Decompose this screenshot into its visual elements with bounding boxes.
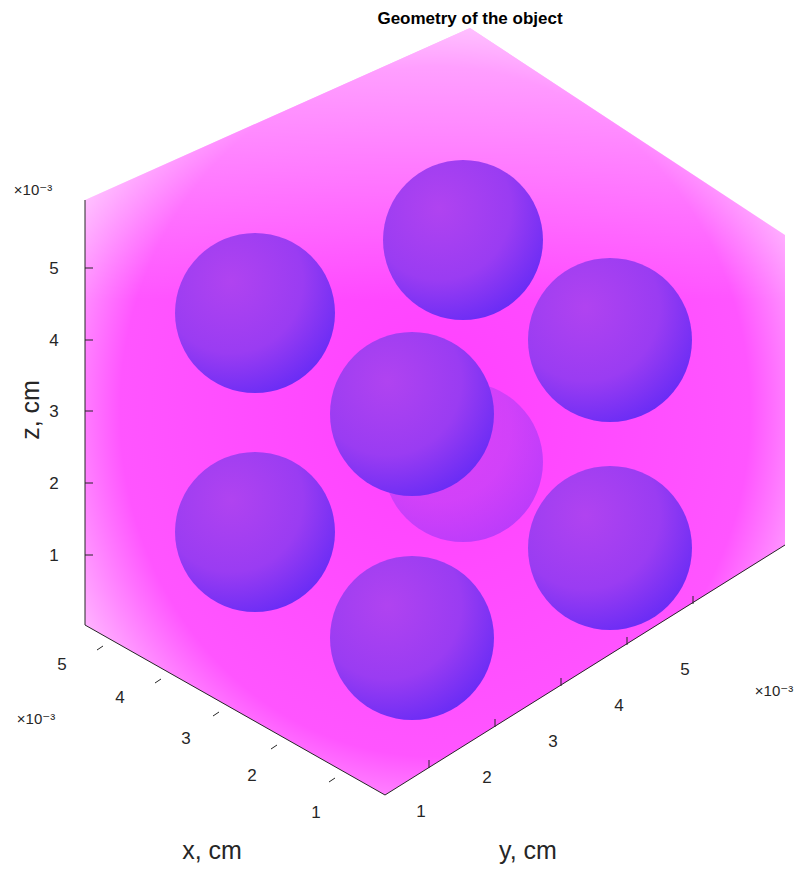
tick-label: 4 (614, 697, 623, 714)
tick-label: 5 (680, 661, 689, 678)
tick-label: 2 (247, 767, 256, 784)
tick-label: 5 (57, 656, 66, 673)
cube-volume (85, 28, 785, 795)
tick-label: 2 (482, 769, 491, 786)
tick-label: 1 (311, 804, 320, 821)
axis-lines (85, 200, 785, 795)
axis-multiplier: ×10⁻³ (755, 683, 793, 698)
axis-multiplier: ×10⁻³ (17, 711, 55, 726)
tick-label: 3 (548, 733, 557, 750)
chart-title: Geometry of the object (377, 10, 562, 27)
axis-label: x, cm (182, 838, 242, 863)
tick-label: 3 (181, 730, 190, 747)
tick-label: 4 (115, 689, 124, 706)
tick-label: 2 (49, 475, 58, 492)
spheres (175, 160, 692, 720)
tick-label: 4 (49, 332, 58, 349)
axis-label: y, cm (499, 838, 557, 863)
axis-multiplier: ×10⁻³ (14, 182, 52, 197)
axis-label: z, cm (18, 380, 43, 440)
tick-label: 5 (49, 260, 58, 277)
tick-label: 1 (49, 547, 58, 564)
tick-label: 1 (416, 803, 425, 820)
tick-label: 3 (49, 403, 58, 420)
